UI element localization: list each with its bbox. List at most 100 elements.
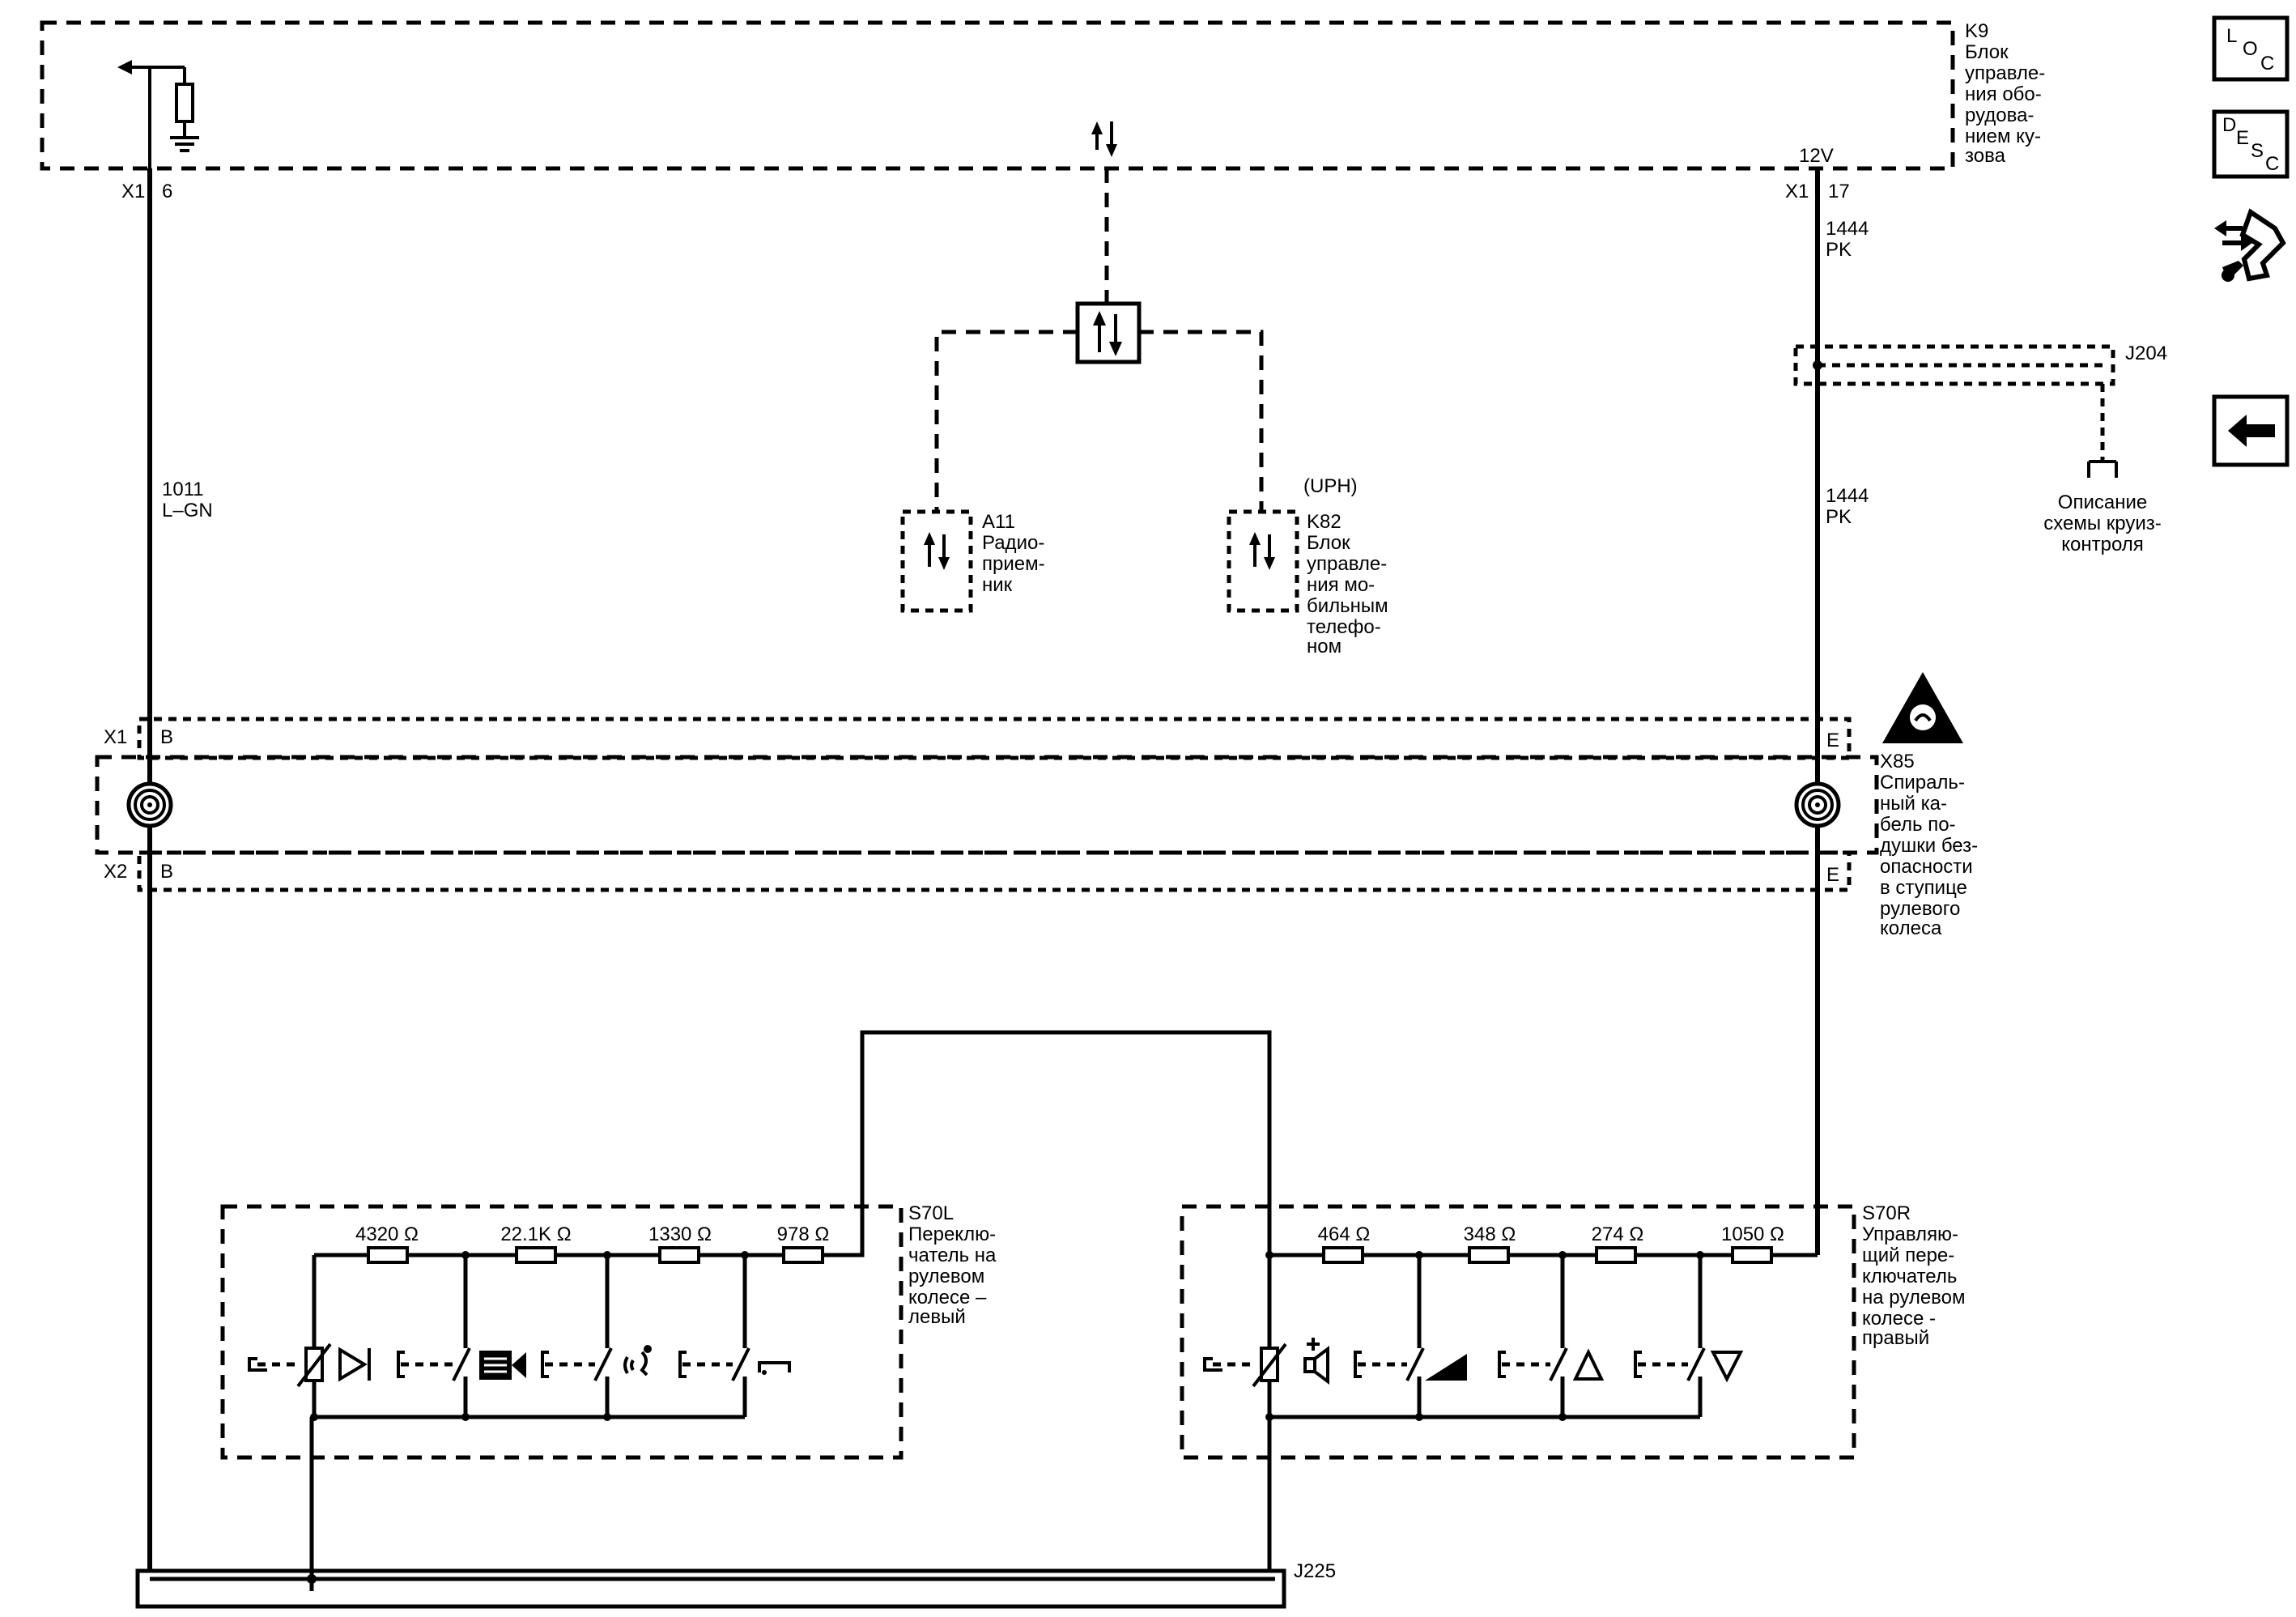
s70r-resistor (1322, 1246, 1364, 1264)
desc-icon: D E S C (2222, 114, 2279, 175)
k82-name-line-3: ния мо- (1307, 574, 1375, 596)
s70l-name-line-1: Переклю- (908, 1223, 996, 1245)
s70-interconnect-wire (856, 1030, 1272, 1579)
x85-name-line-5: опасности (1880, 856, 1973, 878)
loc-button[interactable]: L O C (2212, 15, 2290, 82)
wire-right-mid-circuit: 1444 (1826, 485, 1869, 507)
s70r-resistor-value-3: 274 Ω (1592, 1223, 1644, 1245)
k9-right-pin: 17 (1828, 181, 1850, 202)
volume-ramp-icon (1425, 1354, 1467, 1381)
k9-right-connector: X1 (1785, 181, 1809, 202)
k82-name-line-6: ном (1307, 636, 1341, 657)
desc-letter-1: D (2222, 114, 2236, 136)
a11-name-line-1: Радио- (982, 532, 1044, 554)
back-arrow-icon (2228, 415, 2275, 447)
s70l-branch-lines (310, 1251, 749, 1421)
k82-name-line-2: управле- (1307, 553, 1387, 575)
s70l-switch-box (220, 1204, 904, 1460)
voice-command-icon (623, 1345, 652, 1377)
k9-name-line-2: управле- (1965, 62, 2045, 84)
volume-speaker-icon (1303, 1338, 1329, 1385)
k9-name-line-4: рудова- (1965, 104, 2034, 126)
s70l-resistor-value-3: 1330 Ω (648, 1223, 712, 1245)
clockspring-icon (1794, 781, 1841, 828)
s70l-resistor-value-4: 978 Ω (777, 1223, 830, 1245)
x85-name-line-6: в ступице (1880, 877, 1967, 899)
cruise-ref-line-3[interactable]: контроля (2061, 534, 2144, 555)
a11-name-line-3: ник (982, 574, 1013, 596)
k9-module-box (40, 20, 1955, 171)
s70r-branch-lines (1265, 1251, 1704, 1421)
bidirectional-arrow-icon (1091, 121, 1117, 157)
s70r-name-line-6: правый (1862, 1327, 1929, 1349)
s70l-resistor (782, 1246, 824, 1264)
j225-splice (135, 1568, 1286, 1609)
j204-node (1813, 360, 1822, 370)
desc-button[interactable]: D E S C (2212, 109, 2290, 179)
serial-data-splice (1075, 301, 1142, 364)
s70r-resistor (1468, 1246, 1510, 1264)
s70r-id: S70R (1862, 1202, 1911, 1224)
x85-conn-bottom: X2 (104, 861, 127, 883)
s70r-switch-3 (1634, 1347, 1706, 1381)
wire-left-color: L–GN (162, 500, 213, 521)
k82-phone-box (1227, 509, 1299, 613)
k9-input-circuit (117, 60, 199, 168)
s70l-resistor (515, 1246, 557, 1264)
x85-name-line-7: рулевого (1880, 898, 1960, 920)
a11-radio-box (900, 509, 973, 613)
s70l-variable-element (248, 1343, 332, 1388)
j225-node (307, 1574, 317, 1584)
bidirectional-arrow-icon (1093, 311, 1122, 356)
x85-conn-top: X1 (104, 726, 127, 748)
wire-left-circuit: 1011 (162, 479, 204, 500)
clockspring-icon (126, 781, 173, 828)
bidirectional-arrow-icon (1249, 532, 1275, 570)
s70l-id: S70L (908, 1202, 954, 1224)
connector-view-button[interactable] (2214, 208, 2286, 282)
s70l-name-line-2: чатель на (908, 1245, 997, 1266)
phone-end-icon (758, 1361, 791, 1375)
s70r-resistor (1595, 1246, 1637, 1264)
seek-forward-icon (338, 1347, 371, 1382)
x85-name-line-1: Спираль- (1880, 772, 1965, 794)
k82-name-line-4: бильным (1307, 595, 1388, 617)
serial-data-branch-a11 (934, 330, 1078, 510)
cruise-ref-line-1[interactable]: Описание (2058, 491, 2147, 513)
x85-name-line-8: колеса (1880, 917, 1942, 939)
s70l-switch-1 (397, 1347, 471, 1381)
s70l-resistor-value-1: 4320 Ω (355, 1223, 419, 1245)
s70r-resistor-value-4: 1050 Ω (1721, 1223, 1784, 1245)
s70r-name-line-5: колесе - (1862, 1308, 1936, 1330)
s70r-switch-1 (1354, 1347, 1425, 1381)
k82-option: (UPH) (1303, 475, 1358, 497)
desc-letter-2: E (2236, 127, 2249, 149)
s70r-variable-element (1203, 1343, 1287, 1388)
s70l-resistor-value-2: 22.1K Ω (500, 1223, 571, 1245)
desc-letter-3: S (2251, 140, 2264, 162)
x85-connector-x2 (137, 850, 1852, 892)
bidirectional-arrow-icon (924, 532, 950, 570)
k9-left-pin: 6 (162, 181, 172, 202)
a11-id: A11 (982, 511, 1015, 533)
k9-name-line-3: ния обо- (1965, 83, 2042, 105)
desc-letter-4: C (2265, 153, 2279, 175)
s70l-name-line-3: рулевом (908, 1266, 984, 1287)
k82-id: K82 (1307, 511, 1341, 533)
back-button[interactable] (2212, 394, 2290, 467)
s70l-switch-3 (678, 1347, 750, 1381)
s70r-name-line-3: ключатель (1862, 1266, 1957, 1287)
s70r-switch-2 (1498, 1347, 1568, 1381)
k9-left-connector: X1 (121, 181, 145, 202)
wire-right-top-circuit: 1444 (1826, 218, 1869, 240)
esd-warning-icon (1882, 672, 1963, 743)
s70l-name-line-4: колесе – (908, 1287, 987, 1308)
wire-right-top-color: PK (1826, 239, 1852, 261)
s70r-resistor-value-1: 464 Ω (1318, 1223, 1371, 1245)
mode-source-icon (479, 1351, 526, 1380)
x85-id: X85 (1880, 751, 1915, 772)
connector-view-icon (2214, 208, 2286, 282)
k9-id: K9 (1965, 20, 1988, 42)
j204-id: J204 (2125, 343, 2167, 364)
cruise-ref-line-2[interactable]: схемы круиз- (2043, 513, 2161, 534)
